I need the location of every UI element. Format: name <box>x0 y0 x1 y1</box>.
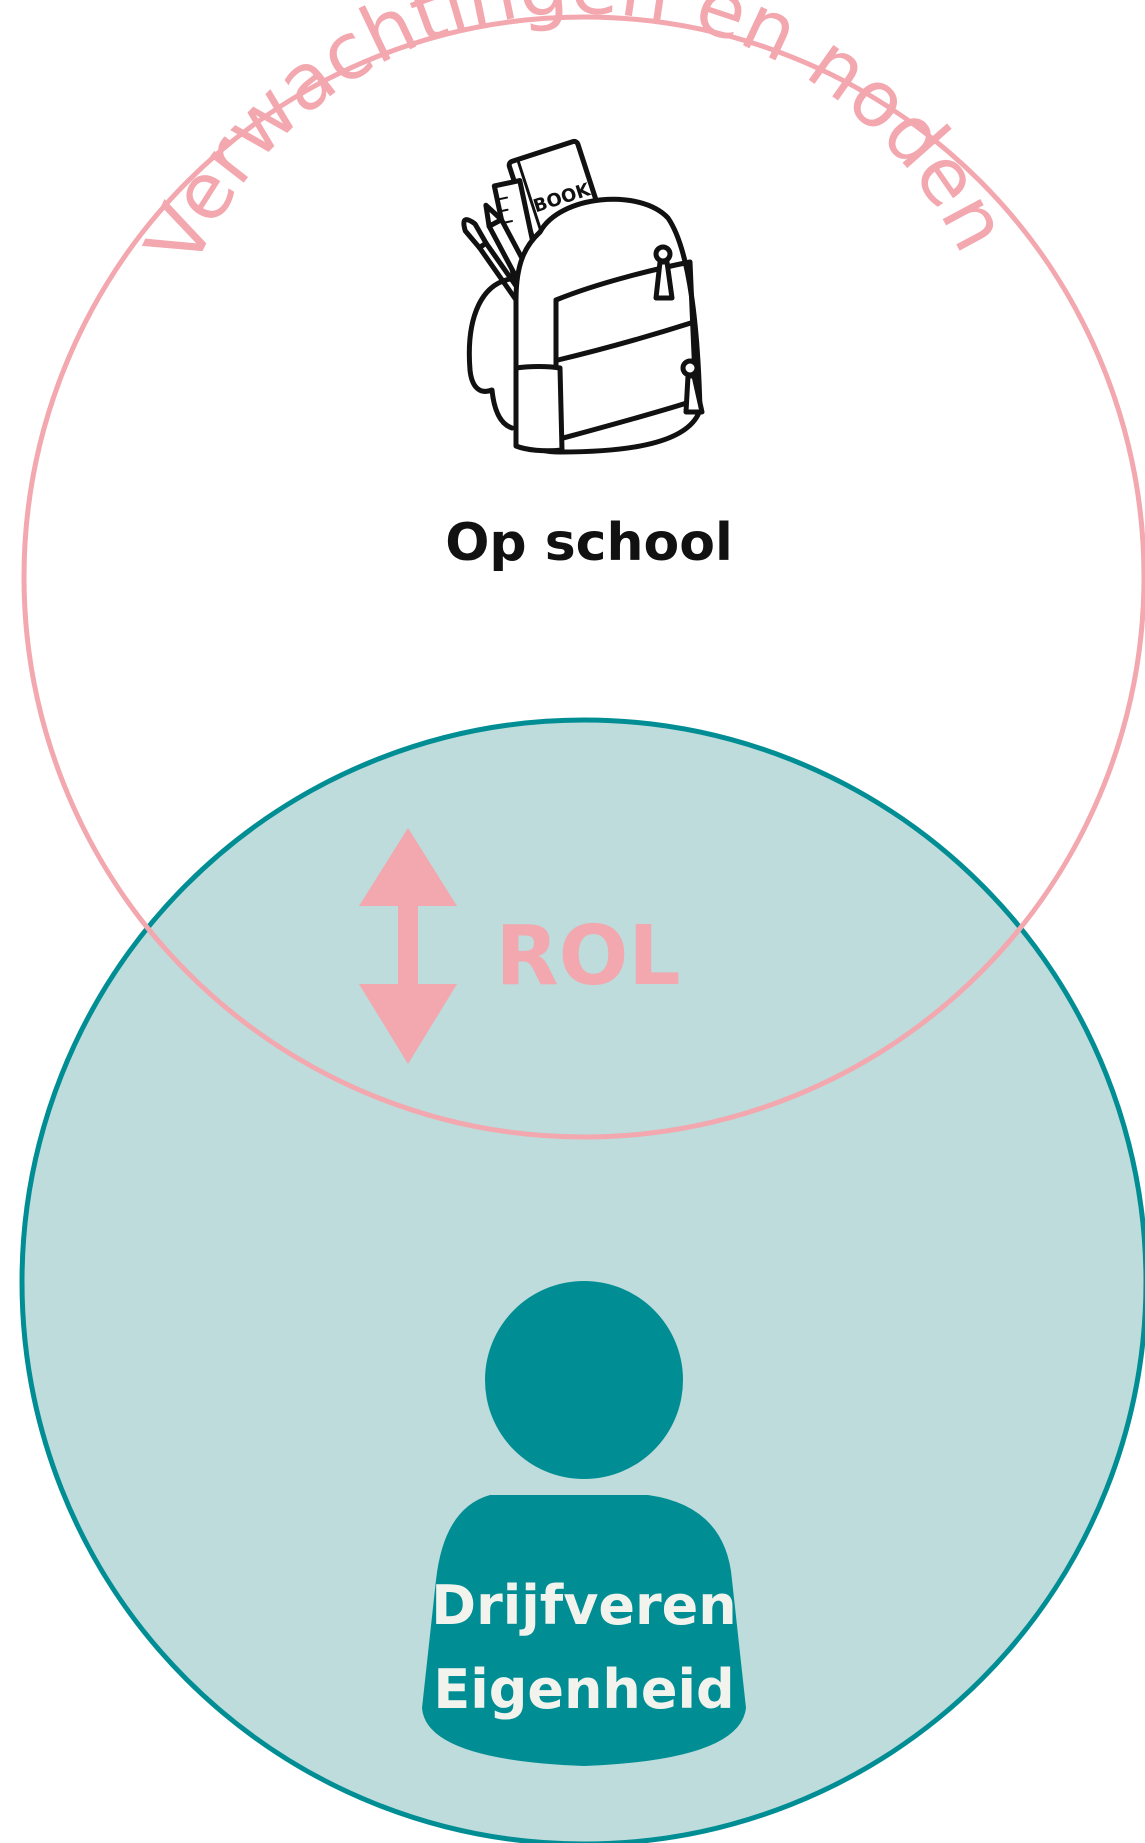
double-arrow-vertical-icon <box>359 828 457 1064</box>
person-icon <box>422 1281 746 1766</box>
person-body <box>422 1495 746 1766</box>
school-circle <box>21 14 1145 1140</box>
person-drives-label: Drijfveren <box>431 1574 737 1637</box>
backpack-icon: BOOK <box>461 138 705 455</box>
role-label: ROL <box>495 909 680 1004</box>
school-label: Op school <box>445 513 733 573</box>
person-identity-label: Eigenheid <box>433 1658 734 1721</box>
person-head <box>485 1281 683 1479</box>
